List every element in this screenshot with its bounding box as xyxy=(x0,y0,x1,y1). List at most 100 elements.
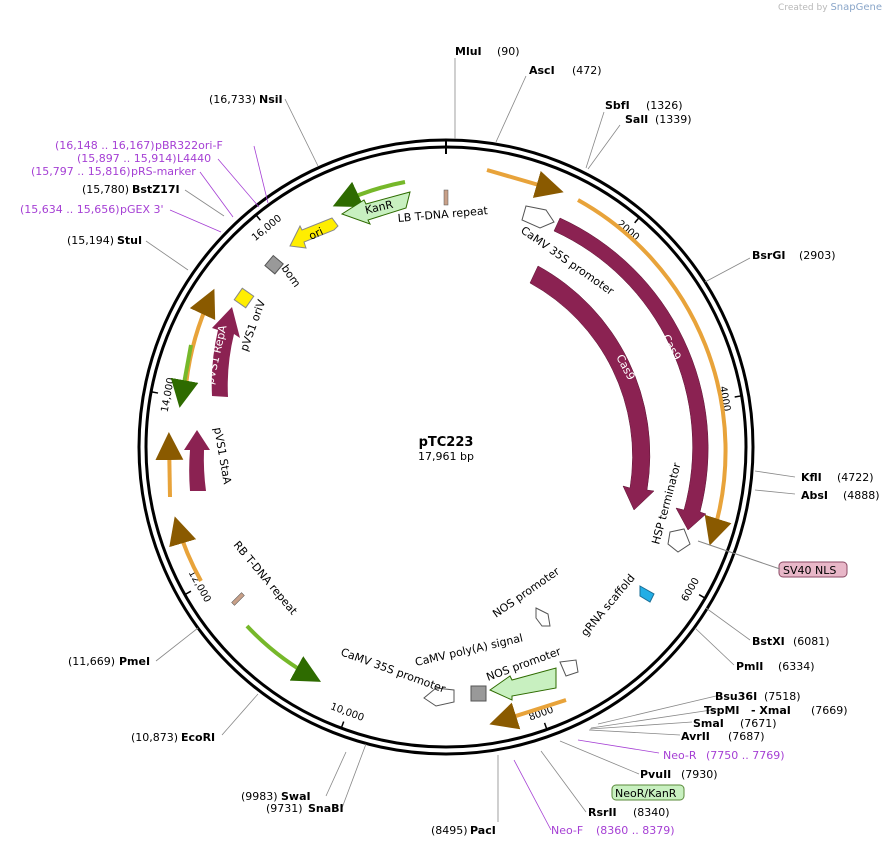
svg-text:SwaI: SwaI xyxy=(281,790,311,803)
cas9-inner-arrow xyxy=(529,265,655,511)
tick-label: 14,000 xyxy=(160,377,177,413)
svg-text:RsrII: RsrII xyxy=(588,806,617,819)
restriction-site-tspmi-xmai[interactable]: TspMI- XmaI(7669) xyxy=(704,704,848,717)
svg-text:- XmaI: - XmaI xyxy=(751,704,791,717)
lb-tdna-box xyxy=(443,189,449,206)
svg-text:(7930): (7930) xyxy=(681,768,718,781)
svg-text:pGEX 3': pGEX 3' xyxy=(120,203,164,216)
svg-text:(15,194): (15,194) xyxy=(67,234,114,247)
svg-text:(8340): (8340) xyxy=(633,806,670,819)
pvs1-oriv-box xyxy=(233,287,255,309)
label-rb-tdna: RB T-DNA repeat xyxy=(231,539,300,618)
snapgene-logo: SnapGene xyxy=(830,2,882,13)
restriction-site-swai[interactable]: (9983)SwaI xyxy=(241,790,311,803)
svg-text:(7687): (7687) xyxy=(728,730,765,743)
tick-mark xyxy=(698,594,706,599)
label-sv40-nls: SV40 NLS xyxy=(783,564,836,577)
svg-text:PmlI: PmlI xyxy=(736,660,763,673)
svg-text:PacI: PacI xyxy=(470,824,496,837)
restriction-site-asci[interactable]: AscI(472) xyxy=(529,64,602,77)
bom-box xyxy=(264,254,284,275)
tick-mark xyxy=(150,391,159,394)
label-bom: bom xyxy=(279,262,304,289)
restriction-site-sali[interactable]: SalI(1339) xyxy=(625,113,692,126)
restriction-site-stui[interactable]: (15,194)StuI xyxy=(67,234,142,247)
svg-text:(4888): (4888) xyxy=(843,489,880,502)
tick-label: 6000 xyxy=(680,576,702,604)
watermark-prefix: Created by xyxy=(778,3,828,13)
label-ori: ori xyxy=(307,225,325,243)
restriction-site-sbfi[interactable]: SbfI (1326) xyxy=(605,99,683,112)
snapgene-watermark: Created by SnapGene xyxy=(778,2,882,13)
restriction-site-rsrii[interactable]: RsrII (8340) xyxy=(588,806,670,819)
primer-prs-marker[interactable]: (15,797 .. 15,816)pRS-marker xyxy=(31,165,196,178)
restriction-site-bstxi[interactable]: BstXI (6081) xyxy=(752,635,830,648)
restriction-site-pmli[interactable]: PmlI(6334) xyxy=(736,660,815,673)
svg-text:(11,669): (11,669) xyxy=(68,655,115,668)
restriction-site-avrii[interactable]: AvrII(7687) xyxy=(681,730,765,743)
svg-text:(4722): (4722) xyxy=(837,471,874,484)
svg-text:(7518): (7518) xyxy=(764,690,801,703)
restriction-site-smai[interactable]: SmaI (7671) xyxy=(693,717,777,730)
svg-text:(16,733): (16,733) xyxy=(209,93,256,106)
svg-text:MluI: MluI xyxy=(455,45,482,58)
tick-mark xyxy=(734,395,742,398)
svg-text:pBR322ori-F: pBR322ori-F xyxy=(155,139,223,152)
svg-text:BsrGI: BsrGI xyxy=(752,249,785,262)
label-kanr: KanR xyxy=(364,198,395,217)
svg-text:BstXI: BstXI xyxy=(752,635,785,648)
svg-text:pRS-marker: pRS-marker xyxy=(131,165,196,178)
tick-label: 2000 xyxy=(615,218,642,243)
neor-kanr-arrow xyxy=(488,667,557,701)
cas9-outer-arrow xyxy=(553,217,709,531)
orf-arcs-orange xyxy=(155,168,732,730)
svg-text:(2903): (2903) xyxy=(799,249,836,262)
hsp-terminator-arrow xyxy=(667,528,691,553)
restriction-site-paci[interactable]: (8495)PacI xyxy=(431,824,496,837)
restriction-site-nsii[interactable]: (16,733)NsiI xyxy=(209,93,283,106)
restriction-site-pvuii[interactable]: PvuII (7930) xyxy=(640,768,718,781)
restriction-site-absi[interactable]: AbsI(4888) xyxy=(801,489,880,502)
restriction-site-kfli[interactable]: KflI (4722) xyxy=(801,471,874,484)
svg-text:(15,797 .. 15,816): (15,797 .. 15,816) xyxy=(31,165,131,178)
svg-text:SnaBI: SnaBI xyxy=(308,802,344,815)
label-grna-scaffold: gRNA scaffold xyxy=(578,572,637,639)
primer-l4440[interactable]: (15,897 .. 15,914)L4440 xyxy=(77,152,211,165)
svg-text:NsiI: NsiI xyxy=(259,93,283,106)
label-nos-promoter-top: NOS promoter xyxy=(490,565,562,621)
orf-arc-green-left xyxy=(170,344,199,408)
svg-text:(7750 .. 7769): (7750 .. 7769) xyxy=(706,749,785,762)
camv-polya-box xyxy=(470,685,487,702)
svg-text:PmeI: PmeI xyxy=(119,655,150,668)
svg-text:KflI: KflI xyxy=(801,471,822,484)
svg-text:SbfI: SbfI xyxy=(605,99,630,112)
restriction-site-bstz17i[interactable]: (15,780)BstZ17I xyxy=(82,183,180,196)
svg-text:SmaI: SmaI xyxy=(693,717,724,730)
orf-arc-bottom xyxy=(489,698,567,730)
svg-text:(7671): (7671) xyxy=(740,717,777,730)
tick-mark xyxy=(543,722,548,730)
primer-neo-f[interactable]: Neo-F(8360 .. 8379) xyxy=(551,824,675,837)
pvs1-repa-arrow xyxy=(211,307,240,397)
svg-text:(1326): (1326) xyxy=(646,99,683,112)
label-pvs1-staa: pVS1 StaA xyxy=(211,426,234,485)
restriction-site-pmei[interactable]: (11,669) PmeI xyxy=(68,655,150,668)
orf-arc-right-large xyxy=(577,198,732,546)
primer-pbr322ori-f[interactable]: (16,148 .. 16,167)pBR322ori-F xyxy=(55,139,223,152)
rb-tdna-box xyxy=(231,592,245,606)
restriction-site-ecori[interactable]: (10,873)EcoRI xyxy=(131,731,215,744)
svg-text:(8360 .. 8379): (8360 .. 8379) xyxy=(596,824,675,837)
primer-pgex-3[interactable]: (15,634 .. 15,656)pGEX 3' xyxy=(20,203,164,216)
tick-label: 16,000 xyxy=(250,213,284,244)
tick-mark xyxy=(255,214,261,221)
restriction-site-snabi[interactable]: (9731)SnaBI xyxy=(266,802,344,815)
restriction-site-bsu36i[interactable]: Bsu36I(7518) xyxy=(715,690,801,703)
restriction-site-bsrgi[interactable]: BsrGI (2903) xyxy=(752,249,836,262)
svg-text:(6081): (6081) xyxy=(793,635,830,648)
svg-text:(10,873): (10,873) xyxy=(131,731,178,744)
svg-text:PvuII: PvuII xyxy=(640,768,671,781)
svg-text:(15,634 .. 15,656): (15,634 .. 15,656) xyxy=(20,203,120,216)
restriction-site-mlui[interactable]: MluI(90) xyxy=(455,45,520,58)
primer-neo-r[interactable]: Neo-R(7750 .. 7769) xyxy=(663,749,785,762)
orf-arc-top xyxy=(486,168,564,198)
